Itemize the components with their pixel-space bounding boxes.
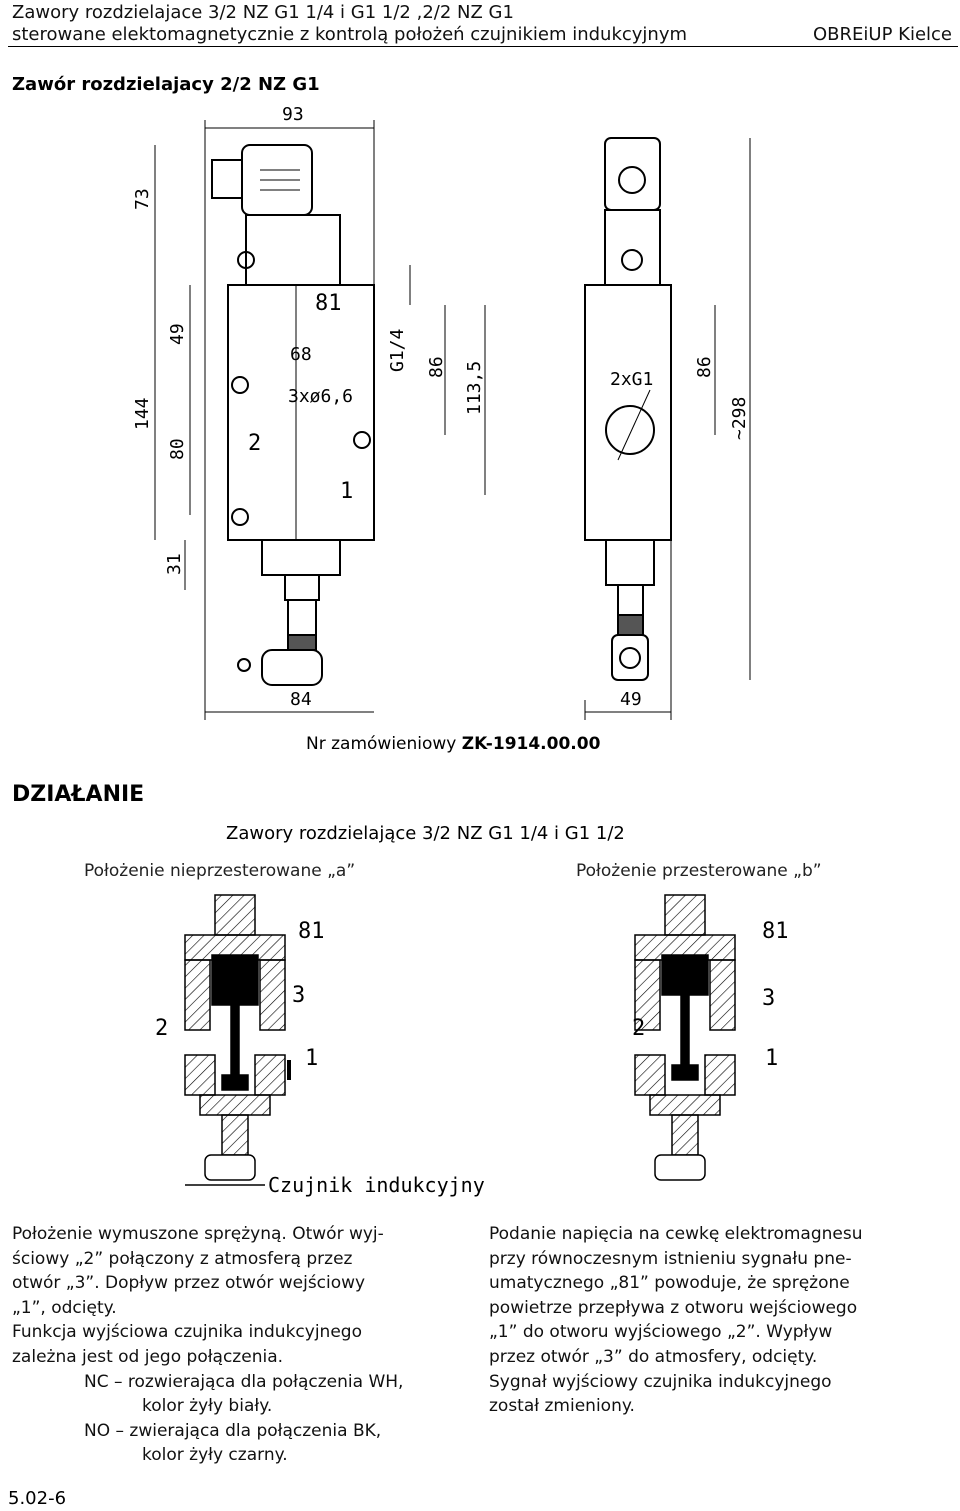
- text-line: umatycznego „81” powoduje, że sprężone: [489, 1273, 850, 1294]
- text-line: Podanie napięcia na cewkę elektromagnesu: [489, 1224, 863, 1244]
- text-line: kolor żyły czarny.: [142, 1445, 288, 1466]
- label-port-81: 81: [315, 291, 342, 316]
- dim-total-298: ~298: [729, 397, 750, 440]
- label-port-2: 2: [248, 431, 261, 456]
- header-title-line1: Zawory rozdzielajace 3/2 NZ G1 1/4 i G1 …: [12, 2, 514, 23]
- solenoid-coil: [245, 214, 341, 286]
- order-label: Nr zamówieniowy: [306, 734, 457, 754]
- order-code: ZK-1914.00.00: [461, 734, 601, 754]
- dim-80: 80: [167, 438, 188, 460]
- section-a-label-1: 1: [305, 1046, 318, 1071]
- drawing-title: Zawór rozdzielajacy 2/2 NZ G1: [12, 74, 320, 95]
- text-line: Funkcja wyjściowa czujnika indukcyjnego: [12, 1322, 362, 1343]
- text-line: zależna jest od jego połączenia.: [12, 1346, 284, 1367]
- header-rule: [8, 46, 958, 47]
- dim-holes: 3xø6,6: [288, 386, 353, 407]
- text-line: Położenie wymuszone sprężyną. Otwór wyj-: [12, 1224, 384, 1244]
- dim-side-port: 2xG1: [610, 369, 653, 390]
- header-organization: OBREiUP Kielce: [813, 24, 952, 45]
- valve-sectional-drawings: 81 3 2 1 81 3 2 1 Czujnik indukcyjny: [155, 894, 789, 1197]
- text-line: kolor żyły biały.: [142, 1396, 273, 1417]
- text-line: przez otwór „3” do atmosfery, odcięty.: [489, 1346, 818, 1367]
- section-title: DZIAŁANIE: [12, 782, 145, 807]
- dim-113-5: 113,5: [464, 361, 485, 415]
- text-line: „1”, odcięty.: [12, 1297, 117, 1318]
- section-b-label-3: 3: [762, 986, 775, 1011]
- text-line: NO – zwierająca dla połączenia BK,: [84, 1420, 382, 1441]
- position-b-caption: Położenie przesterowane „b”: [576, 861, 822, 881]
- position-a-caption: Położenie nieprzesterowane „a”: [84, 861, 356, 881]
- section-a-label-81: 81: [298, 919, 325, 944]
- page-number: 5.02-6: [8, 1488, 67, 1509]
- text-line: „1” do otworu wyjściowego „2”. Wypływ: [489, 1322, 833, 1343]
- text-line: ściowy „2” połączony z atmosferą przez: [12, 1248, 353, 1269]
- dim-top-width: 93: [282, 104, 304, 125]
- header-title-line2: sterowane elektomagnetycznie z kontrolą …: [12, 24, 688, 45]
- section-subtitle: Zawory rozdzielające 3/2 NZ G1 1/4 i G1 …: [226, 823, 625, 844]
- dim-86: 86: [426, 356, 447, 378]
- dim-bottom-49: 49: [620, 689, 642, 710]
- description-position-a: Położenie wymuszone sprężyną. Otwór wyj-…: [12, 1222, 472, 1468]
- text-line: NC – rozwierająca dla połączenia WH,: [84, 1371, 404, 1392]
- solenoid-coil-side: [604, 209, 661, 286]
- dim-side-86: 86: [694, 356, 715, 378]
- dim-coil-height: 73: [132, 188, 153, 210]
- connector-knob: [211, 159, 243, 199]
- text-line: przy równoczesnym istnieniu sygnału pne-: [489, 1248, 852, 1269]
- text-line: otwór „3”. Dopływ przez otwór wejściowy: [12, 1273, 366, 1294]
- section-b-label-81: 81: [762, 919, 789, 944]
- dim-144: 144: [132, 397, 153, 430]
- section-a-label-2: 2: [155, 1016, 168, 1041]
- section-a-label-3: 3: [292, 983, 305, 1008]
- valve-technical-drawing: 93 73 81 49 68 3xø6,6 G1/4 86 113,5 144 …: [132, 104, 751, 720]
- dim-68: 68: [290, 344, 312, 365]
- dim-31: 31: [164, 553, 185, 575]
- coil-connector-side: [604, 137, 661, 211]
- dim-bottom-84: 84: [290, 689, 312, 710]
- port-side-circle: [605, 405, 655, 455]
- sensor-label: Czujnik indukcyjny: [268, 1173, 485, 1197]
- description-position-b: Podanie napięcia na cewkę elektromagnesu…: [489, 1222, 949, 1419]
- section-b-label-1: 1: [765, 1046, 778, 1071]
- section-b-label-2: 2: [632, 1016, 645, 1041]
- text-line: Sygnał wyjściowy czujnika indukcyjnego: [489, 1371, 832, 1392]
- dim-port-g14: G1/4: [387, 329, 408, 372]
- order-number: Nr zamówieniowy ZK-1914.00.00: [306, 734, 600, 754]
- text-line: powietrze przepływa z otworu wejściowego: [489, 1297, 858, 1318]
- sensor-connector-left: [261, 649, 323, 686]
- label-port-1: 1: [340, 479, 353, 504]
- dim-49: 49: [167, 323, 188, 345]
- valve-body-side: [584, 284, 672, 541]
- text-line: został zmieniony.: [489, 1396, 635, 1417]
